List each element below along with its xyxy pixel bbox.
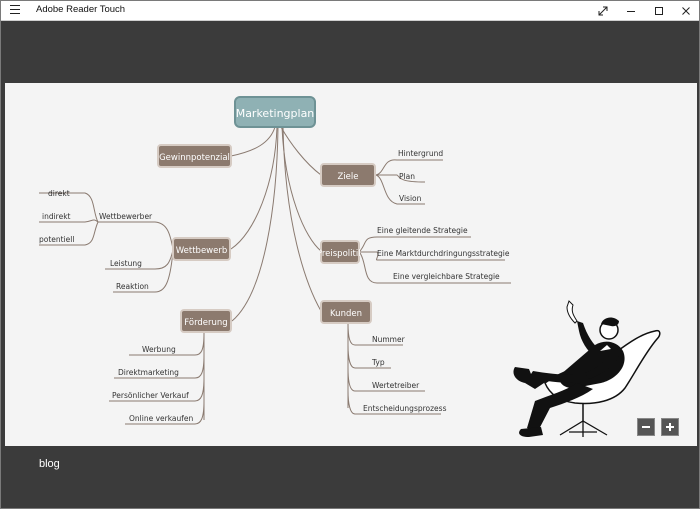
fullscreen-icon[interactable] [589,1,617,20]
wettbewerb-item: indirekt [42,212,71,221]
hamburger-menu-icon[interactable] [10,5,20,15]
ziele-item: Hintergrund [398,149,443,158]
foerderung-item: Direktmarketing [118,368,179,377]
kunden-item: Wertetreiber [372,381,420,390]
document-page[interactable]: Marketingplan Gewinnpotenzial Wettbewerb… [5,83,697,446]
zoom-out-button[interactable] [637,418,655,436]
preis-item: Eine gleitende Strategie [377,226,468,235]
kunden-item: Entscheidungsprozess [363,404,447,413]
minus-icon [642,426,650,428]
wettbewerb-item: direkt [48,189,70,198]
mindmap-diagram: Marketingplan Gewinnpotenzial Wettbewerb… [39,96,661,437]
maximize-icon[interactable] [645,1,673,20]
blog-link[interactable]: blog [39,458,60,470]
ziele-item: Vision [399,194,422,203]
branch-kunden[interactable]: Kunden [330,309,362,319]
foerderung-item: Online verkaufen [129,414,194,423]
central-node[interactable]: Marketingplan [236,107,315,120]
foerderung-item: Persönlicher Verkauf [112,391,189,400]
zoom-in-button[interactable] [661,418,679,436]
kunden-item: Nummer [372,335,406,344]
window-title: Adobe Reader Touch [36,4,126,15]
wettbewerb-item: potentiell [39,235,74,244]
branch-foerderung[interactable]: Förderung [184,318,227,328]
preis-item: Eine vergleichbare Strategie [393,272,500,281]
plus-icon [666,423,674,431]
minimize-icon[interactable] [617,1,645,20]
preis-item: Eine Marktdurchdringungsstrategie [377,249,510,258]
businessman-chair-illustration [513,300,661,437]
title-bar: Adobe Reader Touch [1,1,699,21]
close-icon[interactable] [672,1,700,20]
branch-gewinnpotenzial[interactable]: Gewinnpotenzial [159,153,230,163]
foerderung-item: Werbung [142,345,176,354]
branch-wettbewerb[interactable]: Wettbewerb [176,246,228,256]
bottom-bar: blog [1,447,699,508]
branch-preispolitik[interactable]: Preispolitik [317,249,363,259]
branch-ziele[interactable]: Ziele [337,172,358,182]
wettbewerb-item: Leistung [110,259,142,268]
wettbewerb-item: Reaktion [116,282,149,291]
wettbewerb-item: Wettbewerber [99,212,153,221]
ziele-item: Plan [399,172,415,181]
kunden-item: Typ [371,358,385,367]
